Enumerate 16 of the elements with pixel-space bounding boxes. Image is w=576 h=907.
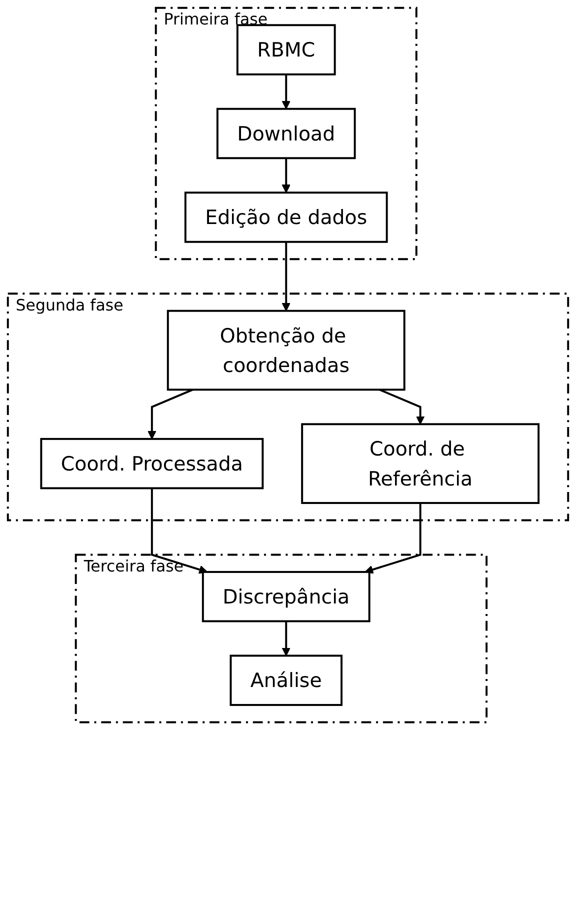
arrow <box>150 488 208 574</box>
node-box: Coord. Processada <box>40 438 264 490</box>
node-box: Análise <box>230 654 342 706</box>
arrow <box>379 388 425 425</box>
arrow <box>364 502 422 574</box>
node-box: Discrepância <box>202 570 370 622</box>
node-box: Coord. de Referência <box>301 423 540 504</box>
node-box: Obtenção de coordenadas <box>166 310 406 391</box>
arrow <box>282 158 290 194</box>
arrow <box>282 74 290 110</box>
node-box: Download <box>216 108 356 160</box>
arrow <box>282 242 290 312</box>
arrow <box>282 621 290 656</box>
arrow <box>148 388 194 440</box>
node-box: Edição de dados <box>184 192 388 243</box>
node-box: RBMC <box>236 24 336 76</box>
